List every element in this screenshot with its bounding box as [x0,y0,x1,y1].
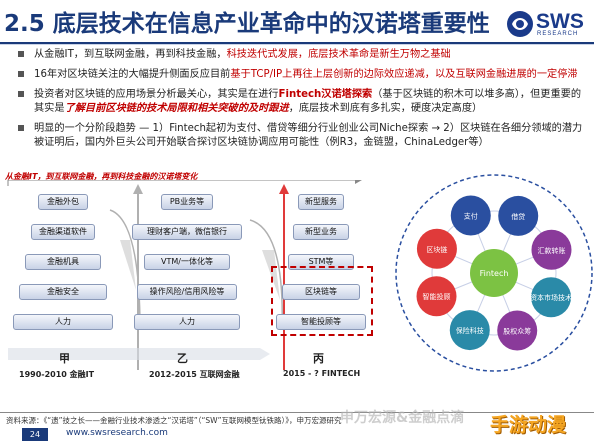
bullet-text: ，底层技术到底有多扎实，硬度决定高度） [288,103,483,114]
hanoi-block: 金融渠道软件 [31,224,95,240]
ring-node [497,310,538,351]
logo-text: SWS [536,10,584,33]
bullet-square-icon [18,91,24,97]
ring-node [449,310,490,351]
diagram-title: 从金融IT，到互联网金融，再到科技金融的汉诺塔变化 [5,172,198,181]
bullet-item: 明显的一个分阶段趋势 — 1）Fintech起初为支付、借贷等细分行业创业公司N… [18,122,588,150]
hanoi-block: 新型业务 [293,224,349,240]
column-sub-a: 1990-2010 金融IT [19,370,95,379]
column-sub-c: 2015 - ? FINTECH [283,369,361,378]
hanoi-block: 新型服务 [298,194,344,210]
column-label-a: 甲 [59,352,70,365]
hanoi-block: 金融安全 [19,284,107,300]
bullet-item: 从金融IT，到互联网金融，再到科技金融，科技迭代式发展，底层技术革命是新生万物之… [18,48,588,62]
column-label-b: 乙 [177,352,188,365]
ring-node-label: 借贷 [511,212,525,221]
website-link[interactable]: www.swsresearch.com [66,428,168,438]
ring-node [531,277,572,318]
ring-node [498,195,539,236]
bullet-square-icon [18,71,24,77]
hanoi-block: 人力 [134,314,240,330]
header-divider [0,42,594,44]
bullet-list: 从金融IT，到互联网金融，再到科技金融，科技迭代式发展，底层技术革命是新生万物之… [18,48,588,156]
watermark-text: 申万宏源&金融点滴 [340,410,465,426]
ring-node-label: 汇款转账 [537,246,565,255]
hanoi-block: 区块链等 [282,284,360,300]
ring-node-label: 智能投顾 [423,292,451,301]
page-title: 2.5 底层技术在信息产业革命中的汉诺塔重要性 [4,11,490,37]
page-number: 24 [22,428,48,441]
bullet-text: 科技迭代式发展，底层技术革命是新生万物之基础 [226,49,451,60]
bullet-item: 投资者对区块链的应用场景分析最关心，其实是在进行Fintech汉诺塔探索（基于区… [18,88,588,116]
fintech-center-node [470,249,518,297]
fintech-center-label: Fintech [480,269,509,278]
hanoi-block: 操作风险/信用风险等 [137,284,237,300]
hanoi-block: 金融机具 [25,254,101,270]
header-divider-light [0,44,594,45]
hanoi-block: PB业务等 [161,194,213,210]
ring-node-label: 支付 [464,212,478,221]
bullet-text: 投资者对区块链的应用场景分析最关心，其实是在进行 [34,89,279,100]
hanoi-arrows [7,180,362,370]
column-label-c: 丙 [313,352,324,365]
hanoi-block: VTM/一体化等 [144,254,230,270]
bullet-square-icon [18,125,24,131]
ring-node-label: 股权众筹 [503,326,531,335]
ring-node-label: 保险科技 [456,326,484,335]
ring-node [416,276,457,317]
bullet-text: 16年对区块链关注的大幅提升侧面反应目前 [34,69,231,80]
column-sub-b: 2012-2015 互联网金融 [149,370,240,379]
bullet-text: Fintech汉诺塔探索 [278,89,373,100]
ring-node [531,229,572,270]
bullet-item: 16年对区块链关注的大幅提升侧面反应目前基于TCP/IP上再往上层创新的边际效应… [18,68,588,82]
watermark-logo: 手游动漫 [490,414,567,436]
ring-node [416,228,457,269]
bullet-text: 从金融IT，到互联网金融，再到科技金融， [34,49,227,60]
ring-node-label: 区块链 [426,245,447,254]
bullet-text: 了解目前区块链的技术局限和相关突破的及时跟进 [64,103,289,114]
ring-node [450,195,491,236]
hanoi-block: 人力 [13,314,113,330]
bullet-text: 基于TCP/IP上再往上层创新的边际效应递减，以及互联网金融进展的一定停滞 [230,69,578,80]
hanoi-block: 理财客户端，微信银行 [132,224,242,240]
hanoi-block: 金融外包 [38,194,88,210]
logo-subtext: RESEARCH [537,31,579,37]
bullet-square-icon [18,51,24,57]
bullet-text: 明显的一个分阶段趋势 — 1）Fintech起初为支付、借贷等细分行业创业公司N… [34,123,583,148]
sws-logo-icon [507,11,533,37]
hanoi-block: 智能投顾等 [276,314,366,330]
ring-node-label: 资本市场技术 [530,293,572,302]
bullet-text: （基于区块链的积木可以堆多高），但更重要的其实是 [34,89,582,114]
highlight-box [271,266,373,336]
source-note: 资料来源：《“遗”技之长——金融行业技术渗透之“汉诺塔”（“SW”互联网模型钛铁… [6,416,342,425]
footer-divider [0,412,594,413]
